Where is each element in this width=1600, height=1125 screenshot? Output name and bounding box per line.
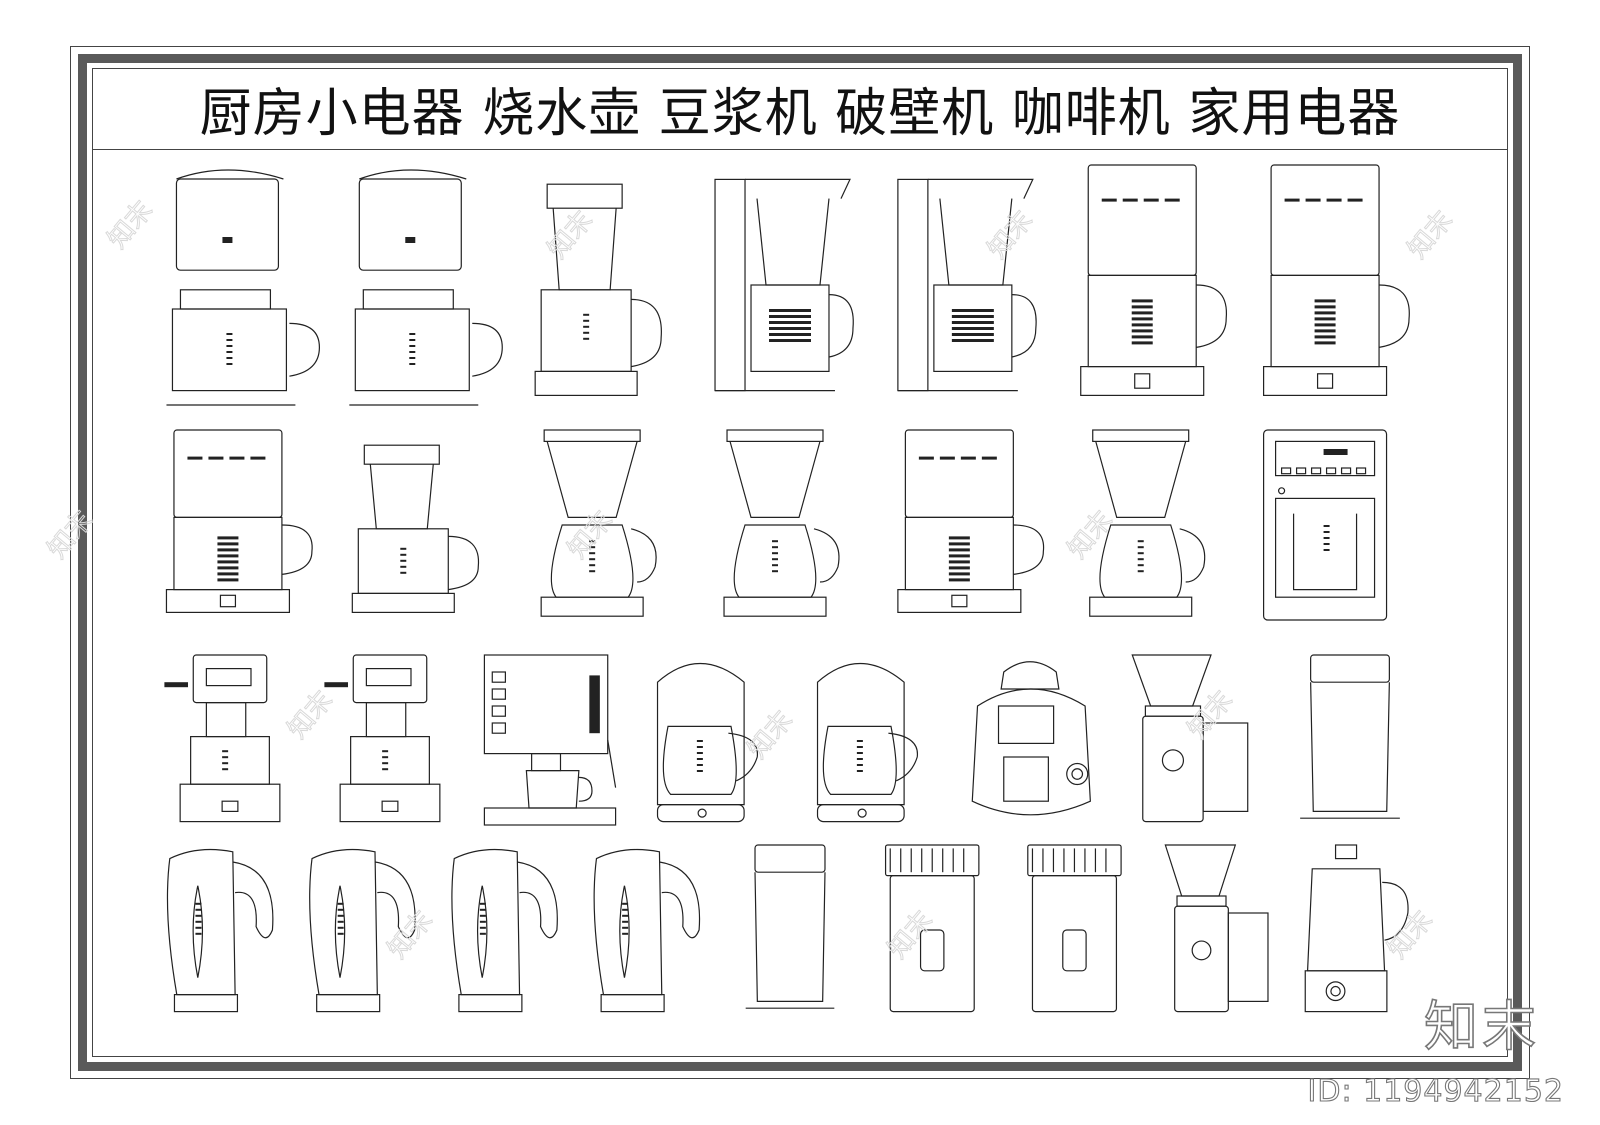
watermark-text: 知末 <box>882 905 938 964</box>
coffee-maker-box-drawing <box>1262 164 1410 397</box>
watermark-brand: 知末 <box>1423 994 1540 1059</box>
electric-kettle-drawing <box>166 848 274 1013</box>
coffee-grinder-small-drawing <box>884 844 980 1013</box>
coffee-grinder-drawing <box>1131 654 1249 823</box>
round-coffee-maker-drawing <box>656 663 758 823</box>
drip-coffee-maker-drawing <box>351 444 480 614</box>
electric-kettle-drawing <box>309 848 416 1013</box>
inner-frame <box>92 68 1508 1057</box>
watermark-text: 知末 <box>42 505 98 564</box>
cone-coffee-maker-drawing <box>723 429 840 617</box>
coffee-maker-tall-drawing <box>166 169 320 406</box>
coffee-maker-display-drawing <box>1262 429 1388 621</box>
espresso-machine-drawing <box>324 654 441 823</box>
watermark-text: 知末 <box>542 205 598 264</box>
coffee-maker-box-drawing <box>897 429 1045 613</box>
watermark-id: ID: 1194942152 <box>1307 1073 1564 1109</box>
cone-coffee-maker-drawing <box>540 429 657 617</box>
drip-coffee-maker-drawing <box>534 183 662 396</box>
capsule-machine-drawing <box>971 661 1091 816</box>
watermark-text: 知末 <box>1062 505 1118 564</box>
watermark-text: 知末 <box>562 505 618 564</box>
watermark-text: 知末 <box>102 195 158 254</box>
coffee-maker-tall-drawing <box>349 169 503 406</box>
espresso-machine-wide-drawing <box>483 654 617 826</box>
espresso-machine-drawing <box>164 654 281 823</box>
canister-drawing <box>1300 654 1400 819</box>
coffee-maker-box-drawing <box>1080 164 1227 397</box>
outer-frame <box>70 46 1530 1079</box>
drawing-title: 厨房小电器 烧水壶 豆浆机 破壁机 咖啡机 家用电器 <box>199 84 1401 144</box>
canister-drawing <box>745 844 835 1009</box>
electric-kettle-drawing <box>593 848 701 1013</box>
drip-coffee-maker-side-drawing <box>897 178 1037 392</box>
watermark-text: 知末 <box>1182 685 1238 744</box>
electric-kettle-drawing <box>451 848 558 1013</box>
watermark-text: 知末 <box>282 685 338 744</box>
coffee-grinder-drawing <box>1164 844 1269 1013</box>
coffee-maker-box-drawing <box>165 429 313 613</box>
watermark-text: 知末 <box>382 905 438 964</box>
watermark-text: 知末 <box>1382 905 1438 964</box>
watermark-text: 知末 <box>982 205 1038 264</box>
watermark-text: 知末 <box>1402 205 1458 264</box>
title-divider <box>92 149 1508 150</box>
drawing-border <box>78 54 1522 1071</box>
drip-coffee-maker-side-drawing <box>714 178 854 392</box>
cone-coffee-maker-drawing <box>1089 429 1206 617</box>
coffee-grinder-small-drawing <box>1027 844 1122 1013</box>
title-block: 厨房小电器 烧水壶 豆浆机 破壁机 咖啡机 家用电器 <box>92 68 1508 149</box>
watermark-text: 知末 <box>742 705 798 764</box>
round-coffee-maker-drawing <box>816 663 918 823</box>
kettle-round-drawing <box>1304 844 1409 1013</box>
